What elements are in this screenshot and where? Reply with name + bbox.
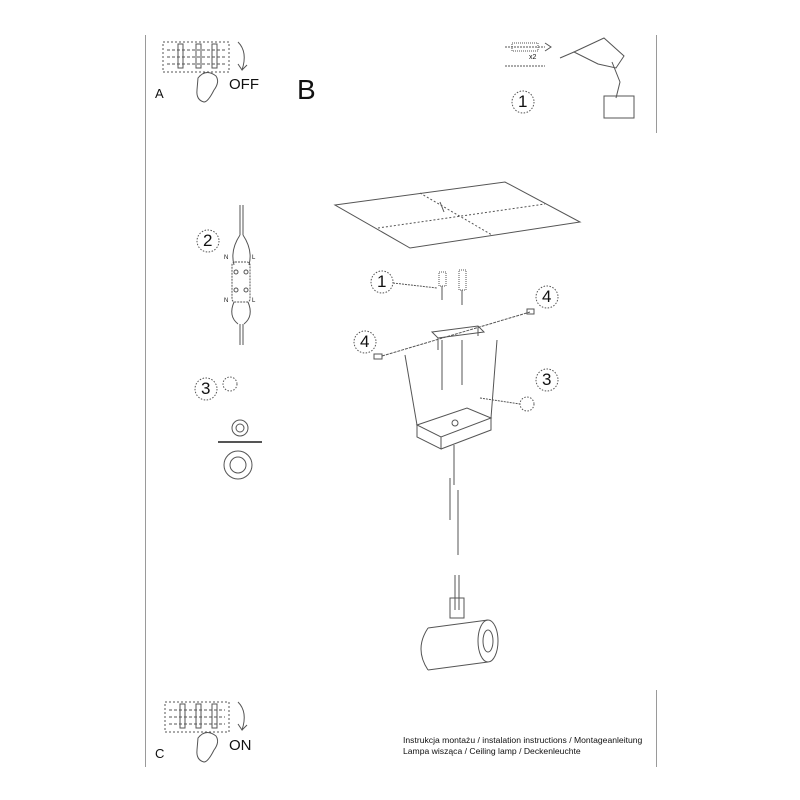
cable-grip-icon (218, 419, 262, 480)
wiring-label-l-bottom: L (252, 298, 256, 304)
main-callout-circle-1 (370, 270, 394, 294)
leader-line-3 (479, 397, 521, 405)
footer-product-type: Lampa wisząca / Ceiling lamp / Deckenleu… (403, 746, 581, 756)
right-frame-line-lower (656, 690, 657, 767)
breaker-panel-icon-c (164, 701, 230, 733)
switch-on-label: ON (229, 737, 252, 754)
switch-arrow-icon-c (237, 701, 248, 732)
mounting-screws (438, 269, 467, 390)
right-frame-line (656, 35, 657, 133)
ceiling-plane (333, 181, 582, 249)
wiring-callout-number: 2 (203, 231, 213, 250)
strain-relief-callout-number: 3 (201, 379, 211, 398)
breaker-panel-icon-a (162, 41, 230, 73)
fixing-screw-left (373, 353, 383, 360)
main-callout-circle-4-left (353, 330, 377, 354)
main-callout-number-4-left: 4 (360, 332, 370, 351)
wiring-label-n-top: N (224, 255, 229, 261)
switch-arrow-icon-a (237, 41, 248, 72)
main-callout-number-1: 1 (377, 272, 387, 291)
hand-icon-a (196, 72, 219, 103)
strain-relief-callout-circle (194, 377, 218, 401)
wiring-label-l-top: L (252, 255, 256, 261)
main-callout-circle-4-right (535, 285, 559, 309)
step-a-label: A (155, 86, 164, 101)
canopy-nut-icon (519, 396, 535, 412)
wiring-label-n-bottom: N (224, 298, 229, 304)
fixing-screw-right (526, 308, 535, 315)
mounting-bracket (430, 325, 486, 350)
wiring-connector-icon (231, 205, 251, 345)
nut-icon (222, 376, 238, 392)
drill-icon (559, 37, 635, 119)
tools-callout-number: 1 (518, 92, 528, 111)
step-c-label: C (155, 746, 165, 761)
main-callout-circle-3 (535, 368, 559, 392)
main-callout-number-3: 3 (542, 370, 552, 389)
anchor-screw-icon (505, 42, 552, 67)
canopy (404, 339, 498, 450)
main-callout-number-4-right: 4 (542, 287, 552, 306)
tools-callout-circle (511, 90, 535, 114)
pendant-cable (449, 445, 460, 610)
hand-icon-c (196, 732, 219, 763)
switch-off-label: OFF (229, 76, 259, 93)
left-frame-line (145, 35, 146, 767)
step-b-label: B (297, 74, 316, 105)
leader-line-1 (392, 282, 438, 289)
footer-instructions: Instrukcja montażu / instalation instruc… (403, 735, 643, 745)
screw-quantity-label: x2 (529, 54, 537, 61)
fixing-screw-line (381, 311, 531, 357)
spot-lamp-head (420, 597, 499, 671)
wiring-callout-circle (196, 229, 220, 253)
